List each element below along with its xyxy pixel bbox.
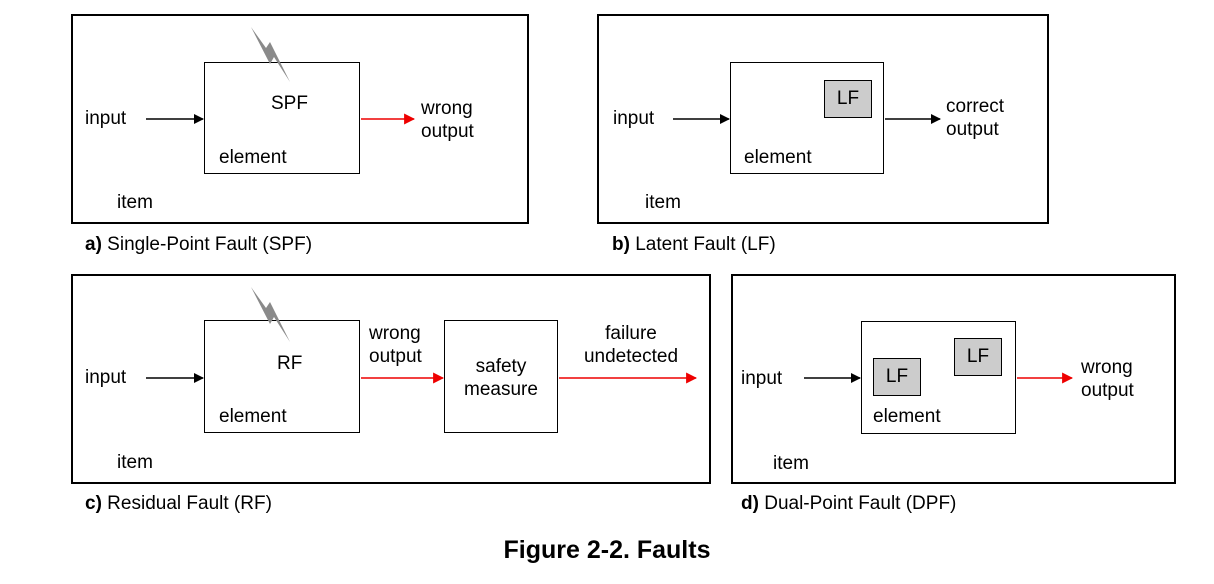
panel-d-caption-letter: d) — [741, 493, 759, 514]
panel-c-safety-label: safety measure — [464, 356, 538, 400]
panel-a-caption-text: Single-Point Fault (SPF) — [101, 234, 313, 255]
panel-a-element-box — [204, 62, 360, 174]
panel-c-frame — [71, 274, 711, 484]
panel-b-element-label: element — [744, 147, 812, 168]
lightning-bolt-icon — [251, 287, 290, 342]
panel-d-caption: d) Dual-Point Fault (DPF) — [741, 493, 956, 515]
lightning-bolt-icon — [251, 27, 290, 82]
panel-b-caption: b) Latent Fault (LF) — [612, 234, 776, 256]
figure-title: Figure 2-2. Faults — [503, 536, 711, 564]
panel-a-caption-letter: a) — [85, 234, 102, 255]
panel-b-caption-text: Latent Fault (LF) — [629, 234, 776, 255]
panel-a-caption: a) Single-Point Fault (SPF) — [85, 234, 312, 256]
panel-c-input-label: input — [85, 367, 127, 388]
panel-b-input-label: input — [613, 108, 655, 129]
panel-b-lf-box: LF — [824, 80, 872, 118]
panel-c-caption: c) Residual Fault (RF) — [85, 493, 272, 515]
panel-c-element-box — [204, 320, 360, 433]
panel-a-item-label: item — [117, 192, 153, 213]
panel-d-item-label: item — [773, 453, 809, 474]
panel-d-element-label: element — [873, 406, 941, 427]
panel-d-lf-box-left: LF — [873, 358, 921, 396]
panel-c-output-label: failure undetected — [583, 323, 679, 367]
panel-b-caption-letter: b) — [612, 234, 630, 255]
panel-d-lf-box-right: LF — [954, 338, 1002, 376]
panel-c-mid-output-label: wrong output — [369, 323, 422, 367]
panel-a-output-label: wrong output — [421, 98, 474, 142]
panel-c-safety-box — [444, 320, 558, 433]
panel-b-output-label: correct output — [946, 96, 1005, 140]
panel-d-output-label: wrong output — [1081, 357, 1134, 401]
panel-d-caption-text: Dual-Point Fault (DPF) — [758, 493, 957, 514]
panel-c-item-label: item — [117, 452, 153, 473]
panel-a-element-label: element — [219, 147, 287, 168]
panel-c-caption-text: Residual Fault (RF) — [101, 493, 272, 514]
panel-c-fault-label: RF — [277, 353, 303, 374]
panel-a-fault-label: SPF — [271, 93, 308, 114]
panel-c-caption-letter: c) — [85, 493, 102, 514]
panel-b-item-label: item — [645, 192, 681, 213]
panel-a-input-label: input — [85, 108, 127, 129]
panel-d-input-label: input — [741, 368, 783, 389]
panel-c-element-label: element — [219, 406, 287, 427]
